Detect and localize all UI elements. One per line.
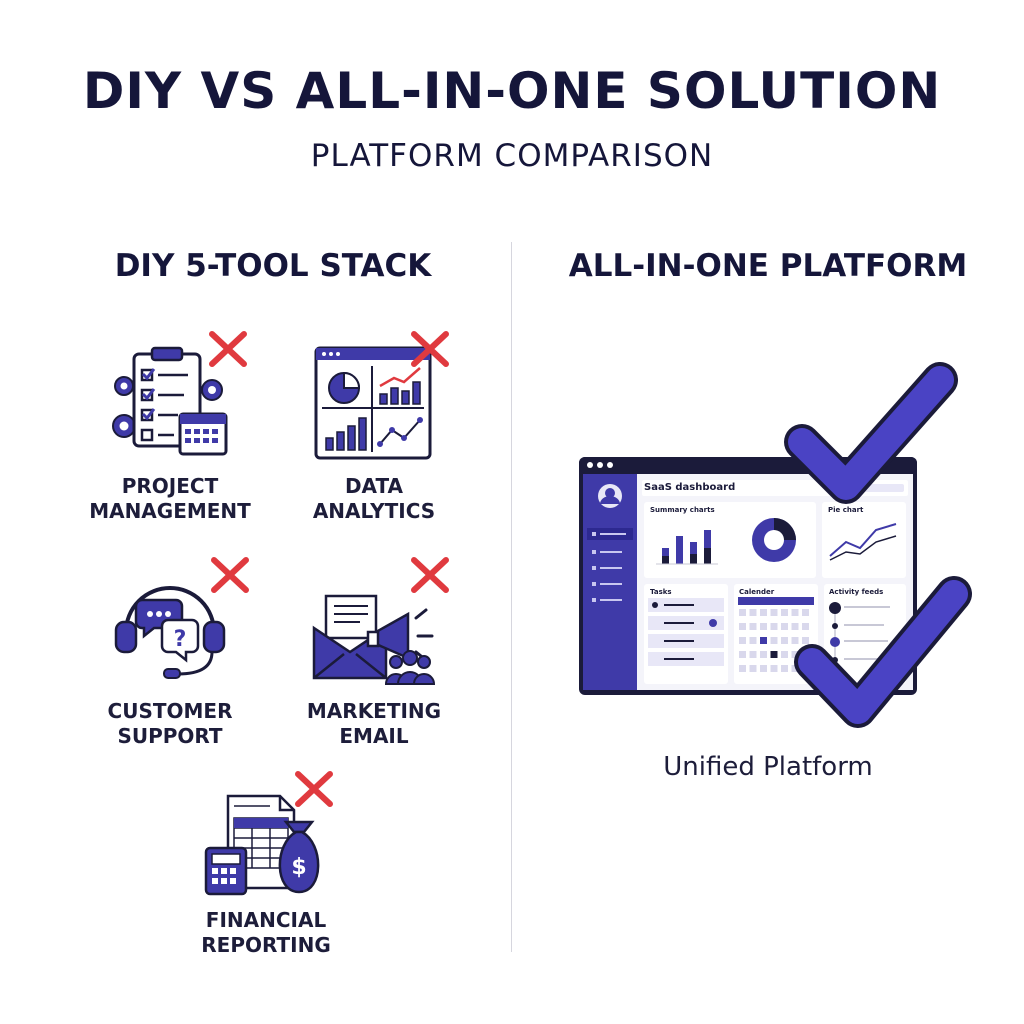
x-mark-icon <box>411 557 449 593</box>
panel-tasks: Tasks <box>650 588 672 596</box>
unified-platform-caption: Unified Platform <box>663 752 873 782</box>
chart-window-icon <box>314 346 432 460</box>
tool-label-line2: MANAGEMENT <box>89 499 251 523</box>
x-mark-icon <box>411 331 449 367</box>
svg-text:$: $ <box>291 855 306 880</box>
tool-label-line2: REPORTING <box>201 933 331 957</box>
panel-summary-charts: Summary charts <box>650 506 715 514</box>
tool-label-line1: MARKETING <box>306 699 442 723</box>
data-analytics-icon <box>314 346 432 460</box>
project-management-icon <box>104 338 234 460</box>
aio-column-title: ALL-IN-ONE PLATFORM <box>568 248 968 284</box>
tool-data-analytics: DATA ANALYTICS <box>274 474 474 524</box>
calculator-moneybag-icon: $ <box>204 794 320 896</box>
tool-label-line1: FINANCIAL <box>205 908 327 932</box>
main-title: DIY VS ALL-IN-ONE SOLUTION <box>82 62 942 120</box>
check-mark-icon <box>784 362 958 504</box>
panel-calendar: Calender <box>739 588 775 596</box>
check-mark-icon <box>794 576 972 728</box>
subtitle: PLATFORM COMPARISON <box>310 138 714 174</box>
marketing-email-icon <box>312 588 438 686</box>
tool-financial-reporting: FINANCIAL REPORTING <box>166 908 366 958</box>
x-mark-icon <box>295 771 333 807</box>
svg-text:?: ? <box>174 627 187 652</box>
tool-label-line2: SUPPORT <box>117 724 223 748</box>
tool-label-line2: EMAIL <box>339 724 409 748</box>
dashboard-title: SaaS dashboard <box>644 482 736 493</box>
clipboard-gear-icon <box>112 346 228 456</box>
customer-support-icon: ? <box>112 574 228 682</box>
x-mark-icon <box>209 331 247 367</box>
headset-chat-icon: ? <box>114 586 226 679</box>
envelope-megaphone-icon <box>312 594 436 685</box>
panel-activity-feeds: Activity feeds <box>829 588 884 596</box>
diy-column-title: DIY 5-TOOL STACK <box>114 248 432 284</box>
x-mark-icon <box>211 557 249 593</box>
column-divider <box>511 242 512 952</box>
tool-project-management: PROJECT MANAGEMENT <box>70 474 270 524</box>
tool-customer-support: CUSTOMER SUPPORT <box>70 699 270 749</box>
tool-label-line1: PROJECT <box>121 474 219 498</box>
financial-reporting-icon: $ <box>204 792 328 896</box>
tool-marketing-email: MARKETING EMAIL <box>274 699 474 749</box>
tool-label-line2: ANALYTICS <box>312 499 436 523</box>
tool-label-line1: CUSTOMER <box>107 699 233 723</box>
panel-pie-chart: Pie chart <box>828 506 864 514</box>
tool-label-line1: DATA <box>344 474 404 498</box>
